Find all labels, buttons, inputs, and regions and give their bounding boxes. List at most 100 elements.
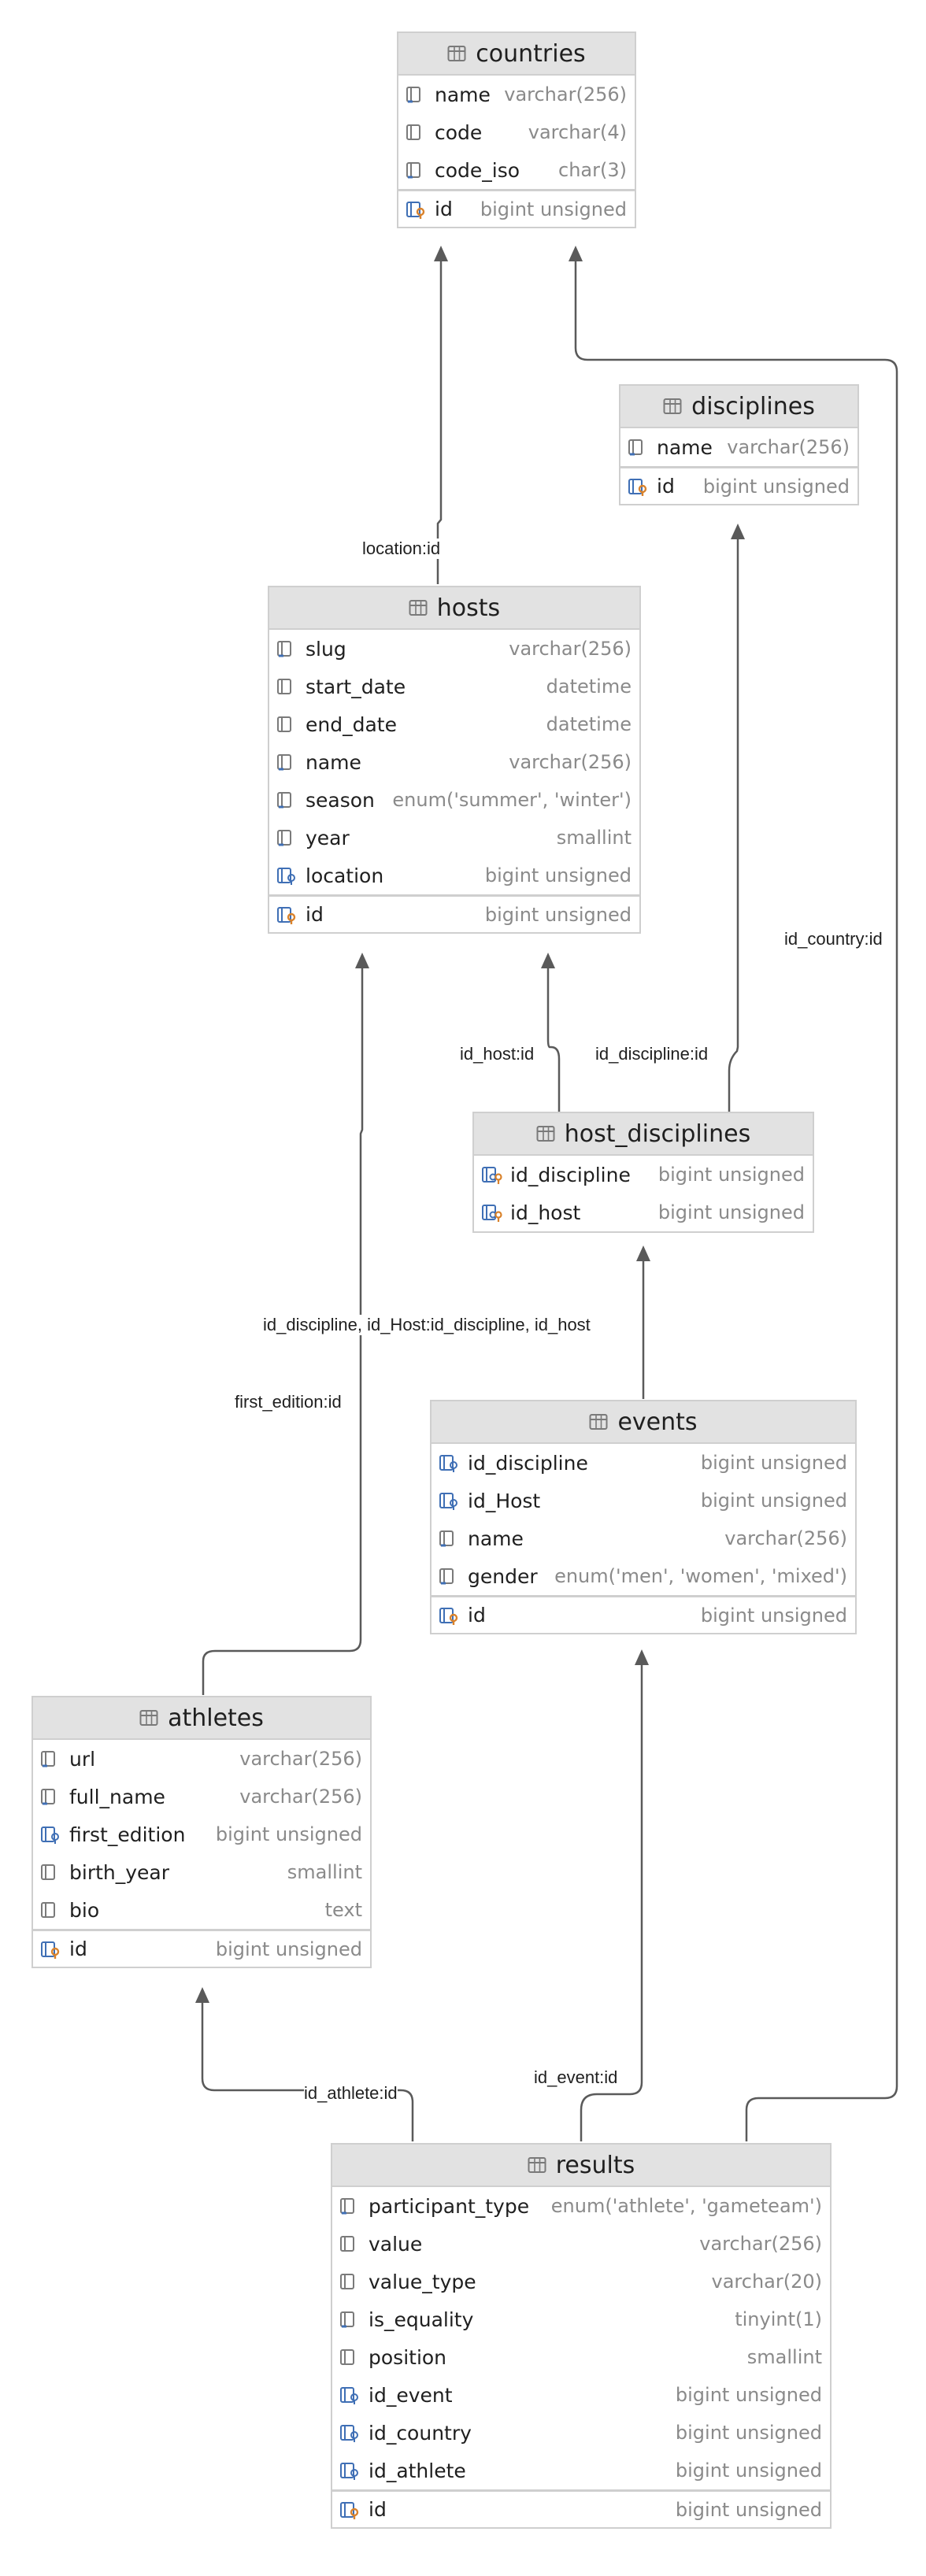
column-index-icon (339, 2196, 362, 2216)
column-icon (39, 1862, 63, 1882)
table-header[interactable]: disciplines (620, 386, 857, 428)
column-name: birth_year (69, 1860, 170, 1884)
column-icon (339, 2271, 362, 2292)
arrowhead-hosts-right (541, 953, 555, 968)
arrowhead-events (635, 1649, 649, 1665)
column-type: varchar(256) (504, 83, 627, 105)
column-name: is_equality (369, 2308, 474, 2331)
column-index-icon (276, 790, 299, 810)
column-type: bigint unsigned (675, 2384, 822, 2406)
column-icon (339, 2234, 362, 2254)
column-index-icon (339, 2309, 362, 2330)
column-name: location (306, 864, 384, 887)
column-type: datetime (546, 675, 632, 698)
table-header[interactable]: results (332, 2145, 830, 2187)
column-name: id_event (369, 2383, 453, 2407)
relation-label-hostdisc-hosts: id_host:id (460, 1044, 535, 1064)
column-type: smallint (287, 1861, 362, 1883)
column-type: bigint unsigned (675, 2422, 822, 2444)
column-row[interactable]: birth_year smallint (33, 1853, 370, 1891)
edge-results-events[interactable] (580, 1663, 643, 2141)
table-header[interactable]: events (432, 1401, 855, 1444)
edge-results-countries[interactable] (574, 260, 898, 2141)
table-header[interactable]: athletes (33, 1697, 370, 1740)
table-title: hosts (436, 594, 501, 622)
arrowhead-countries-right (569, 246, 583, 261)
table-header[interactable]: hosts (269, 587, 639, 630)
edge-hostdisc-disciplines[interactable] (728, 539, 739, 1112)
column-name: start_date (306, 675, 406, 698)
column-index-icon (39, 1786, 63, 1807)
column-row[interactable]: id_country bigint unsigned (332, 2414, 830, 2452)
column-name: slug (306, 637, 346, 661)
column-row[interactable]: start_date datetime (269, 668, 639, 705)
column-name: id_country (369, 2421, 472, 2445)
relation-label-hostdisc-disciplines: id_discipline:id (595, 1044, 709, 1064)
foreign-key-icon (438, 1490, 461, 1511)
table-header[interactable]: countries (398, 33, 635, 76)
arrowhead-hosts-left (355, 953, 369, 968)
column-type: bigint unsigned (675, 2498, 822, 2521)
column-icon (405, 122, 428, 142)
column-name: id (69, 1938, 87, 1960)
column-name: code_iso (435, 158, 520, 182)
column-type: enum('athlete', 'gameteam') (550, 2195, 822, 2217)
primary-key-icon (438, 1605, 461, 1626)
arrowhead-athletes (195, 1987, 209, 2003)
edge-hostdisc-hosts[interactable] (546, 968, 561, 1112)
edge-hosts-countries[interactable] (436, 260, 443, 584)
edge-results-athletes[interactable] (201, 2001, 414, 2141)
edge-athletes-hosts[interactable] (202, 968, 364, 1695)
table-icon (589, 1413, 608, 1430)
relation-label-results-athletes: id_athlete:id (304, 2083, 398, 2104)
column-name: id_discipline (468, 1451, 588, 1475)
column-index-icon (438, 1528, 461, 1549)
table-header[interactable]: host_disciplines (474, 1113, 813, 1156)
column-name: value_type (369, 2270, 476, 2293)
column-row[interactable]: id_event bigint unsigned (332, 2376, 830, 2414)
column-name: value (369, 2232, 423, 2256)
column-type: bigint unsigned (675, 2459, 822, 2482)
